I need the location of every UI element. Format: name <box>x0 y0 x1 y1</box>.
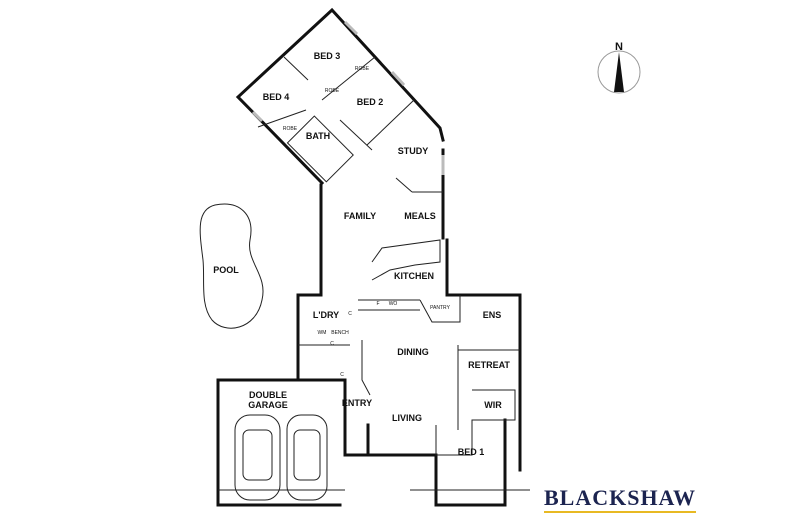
label-entry: ENTRY <box>342 398 372 408</box>
brand-logo: BLACKSHAW <box>544 485 696 510</box>
label-laundry: L'DRY <box>313 310 339 320</box>
label-wm: WM <box>318 330 327 336</box>
label-wo: WO <box>389 301 398 307</box>
label-retreat: RETREAT <box>468 360 510 370</box>
label-bed2: BED 2 <box>357 97 384 107</box>
label-cupboard: C <box>340 372 344 378</box>
main-walls <box>216 183 530 507</box>
label-wir: WIR <box>484 400 502 410</box>
label-study: STUDY <box>398 146 429 156</box>
car-left <box>234 414 281 501</box>
label-pool: POOL <box>213 265 239 275</box>
upper-wing-walls <box>235 7 445 240</box>
label-cupboard: C <box>348 311 352 317</box>
label-robe: ROBE <box>355 66 370 72</box>
label-bed4: BED 4 <box>263 92 290 102</box>
compass-label: N <box>615 41 623 53</box>
label-pantry: PANTRY <box>430 305 450 311</box>
car-right <box>286 414 328 501</box>
north-arrow-icon: N <box>597 41 641 94</box>
label-family: FAMILY <box>344 211 376 221</box>
label-bath: BATH <box>306 131 330 141</box>
label-kitchen: KITCHEN <box>394 271 434 281</box>
label-bed3: BED 3 <box>314 51 341 61</box>
label-garage-line1: DOUBLE <box>249 390 287 400</box>
label-living: LIVING <box>392 413 422 423</box>
label-robe: ROBE <box>283 126 298 132</box>
label-bed1: BED 1 <box>458 447 485 457</box>
label-cupboard: C <box>330 341 334 347</box>
pool-shape <box>199 203 264 329</box>
label-robe: ROBE <box>325 88 340 94</box>
label-meals: MEALS <box>404 211 436 221</box>
label-garage-line2: GARAGE <box>248 400 288 410</box>
label-bench: BENCH <box>331 330 349 336</box>
label-fridge: F <box>376 301 379 307</box>
label-ens: ENS <box>483 310 502 320</box>
label-dining: DINING <box>397 347 429 357</box>
